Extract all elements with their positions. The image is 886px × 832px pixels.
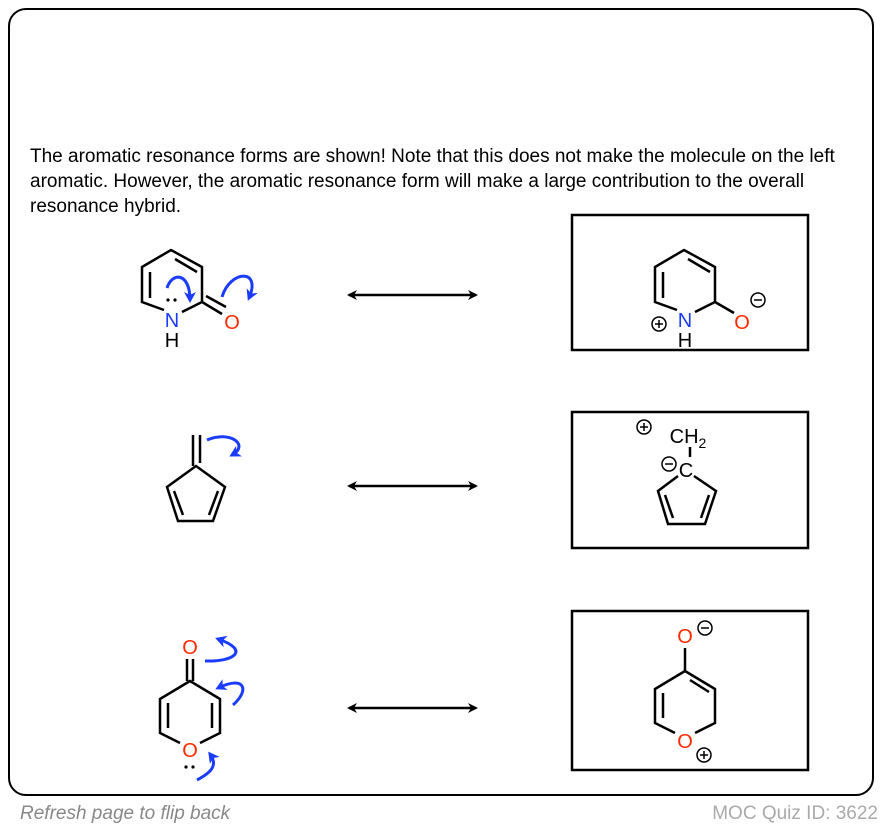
oxygen-label: O [734, 312, 750, 334]
fulvene-molecule [165, 435, 242, 523]
pyridone-molecule [140, 248, 258, 316]
oxygen-label: O [224, 312, 240, 334]
answer-box-2 [570, 410, 810, 550]
hydrogen-label: H [678, 330, 692, 352]
pyrylium-oxide-molecule [653, 620, 717, 763]
ch2-label: CH2 [670, 426, 707, 451]
nitrogen-label: N [678, 310, 692, 332]
cyclopentadienide-cation-molecule [636, 419, 718, 526]
carbonyl-oxygen-label: O [182, 637, 198, 659]
answer-box-3 [570, 609, 810, 772]
pyridinium-oxide-molecule [651, 248, 766, 332]
nitrogen-label: N [165, 310, 179, 332]
answer-box-1 [570, 213, 810, 352]
carbon-label: C [679, 460, 693, 482]
ring-oxygen-label: O [182, 740, 198, 762]
quiz-id: MOC Quiz ID: 3622 [712, 803, 878, 824]
quiz-card [8, 8, 874, 796]
oxide-oxygen-label: O [677, 626, 693, 648]
hydrogen-label: H [165, 330, 179, 352]
explanation-text: The aromatic resonance forms are shown! … [30, 146, 835, 217]
refresh-hint: Refresh page to flip back [20, 803, 231, 824]
pyrone-molecule [158, 635, 245, 782]
ring-oxygen-label: O [677, 731, 693, 753]
